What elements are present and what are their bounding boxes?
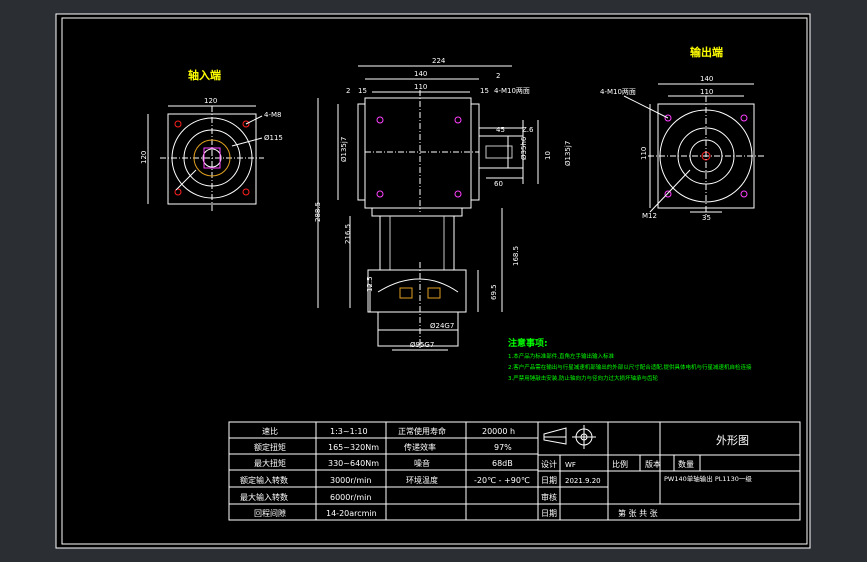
front-view [317,65,539,351]
spec-cell: 回程间隙 [254,508,286,518]
notes-title: 注意事项: [508,337,548,349]
spec-cell: 68dB [492,459,513,468]
spec-cell: 20000 h [482,427,515,436]
output-end-title: 输出端 [690,45,723,59]
spec-cell: 正常使用寿命 [398,426,446,436]
input-dim-pcd: Ø115 [264,134,283,142]
front-dim-216: 216.5 [344,224,352,244]
design-value: WF [565,461,576,469]
front-dim-110: 110 [414,83,427,91]
output-dim-35: 35 [702,214,711,222]
spec-cell: 额定输入转数 [240,475,288,485]
front-dim-45: 45 [496,126,505,134]
spec-cell: 最大输入转数 [240,492,288,502]
spec-cell: 环境温度 [406,475,438,485]
front-dim-z6: Z.6 [522,126,534,134]
front-dim-left-pilot: Ø135j7 [340,137,348,162]
front-dim-695: 69.5 [490,284,498,300]
spec-cell: 3000r/min [330,476,371,485]
input-end-view [147,105,264,212]
spec-cell: -20℃ - +90℃ [474,476,530,485]
spec-cell: 330~640Nm [328,459,379,468]
front-dim-2b: 2 [496,72,500,80]
spec-cell: 165~320Nm [328,443,379,452]
front-dim-288: 288.5 [314,202,322,222]
output-dim-bolts: 4-M10两面 [600,88,636,96]
notes-item-2: 2.客户产品需在输出与行星减速机部输出的外部以尺寸配合适配,提供具体电机与行星减… [508,363,752,371]
spec-cell: 6000r/min [330,493,371,502]
front-dim-15b: 15 [480,87,489,95]
spec-table: 速比 1:3~1:10 正常使用寿命 20000 h 额定扭矩 165~320N… [240,426,530,518]
output-end-view [623,83,764,216]
version-label: 版本 [645,459,661,469]
front-dim-15a: 15 [358,87,367,95]
spec-cell: 额定扭矩 [254,442,286,452]
output-dim-140: 140 [700,75,713,83]
spec-cell: 97% [494,443,512,452]
front-dim-shaft: Ø35h6 [520,136,528,160]
date-value: 2021.9.20 [565,477,601,485]
front-dim-bolts: 4-M10两面 [494,87,530,95]
part-name: PW140单轴输出 PL1130一级 [664,474,752,483]
front-dim-box: Ø135j7 [564,141,572,166]
output-dim-m12: M12 [642,212,657,220]
spec-cell: 传递效率 [404,442,436,452]
notes-item-1: 1.本产品为标准部件,直角左手输出输入标准 [508,352,614,360]
front-dim-140: 140 [414,70,427,78]
date-label: 日期 [541,476,557,485]
spec-cell: 速比 [262,426,278,436]
design-label: 设计 [541,459,557,469]
output-dim-side: 110 [640,147,648,160]
sheet-count: 第 张 共 张 [618,508,658,518]
front-dim-60: 60 [494,180,503,188]
drawing-border [61,17,808,545]
title-block-grid [537,421,801,521]
front-dim-bottom1: Ø24G7 [430,322,454,330]
spec-cell: 噪音 [414,458,430,468]
review-label: 审核 [541,492,557,502]
spec-cell: 14-20arcmin [326,509,377,518]
front-dim-bottom2: Ø95G7 [410,341,434,349]
drawing-name: 外形图 [716,434,749,447]
input-dim-bolts: 4-M8 [264,111,281,119]
front-dim-key: 10 [544,151,552,160]
input-dim-width: 120 [204,97,217,105]
output-dim-110: 110 [700,88,713,96]
front-dim-total: 224 [432,57,446,65]
front-dim-2a: 2 [346,87,350,95]
input-end-title: 轴入端 [188,68,221,82]
front-dim-168: 168.5 [512,246,520,266]
spec-cell: 1:3~1:10 [330,427,368,436]
date2-label: 日期 [541,509,557,518]
spec-cell: 最大扭矩 [254,458,286,468]
scale-label: 比例 [612,459,628,469]
front-dim-125: 12.5 [366,276,374,292]
projection-symbol [543,425,596,449]
quantity-label: 数量 [678,459,694,469]
input-dim-height: 120 [140,151,148,164]
notes-item-3: 3.严禁用锤敲击安装,防止轴向力与径向力过大损坏轴承与齿轮 [508,374,658,382]
